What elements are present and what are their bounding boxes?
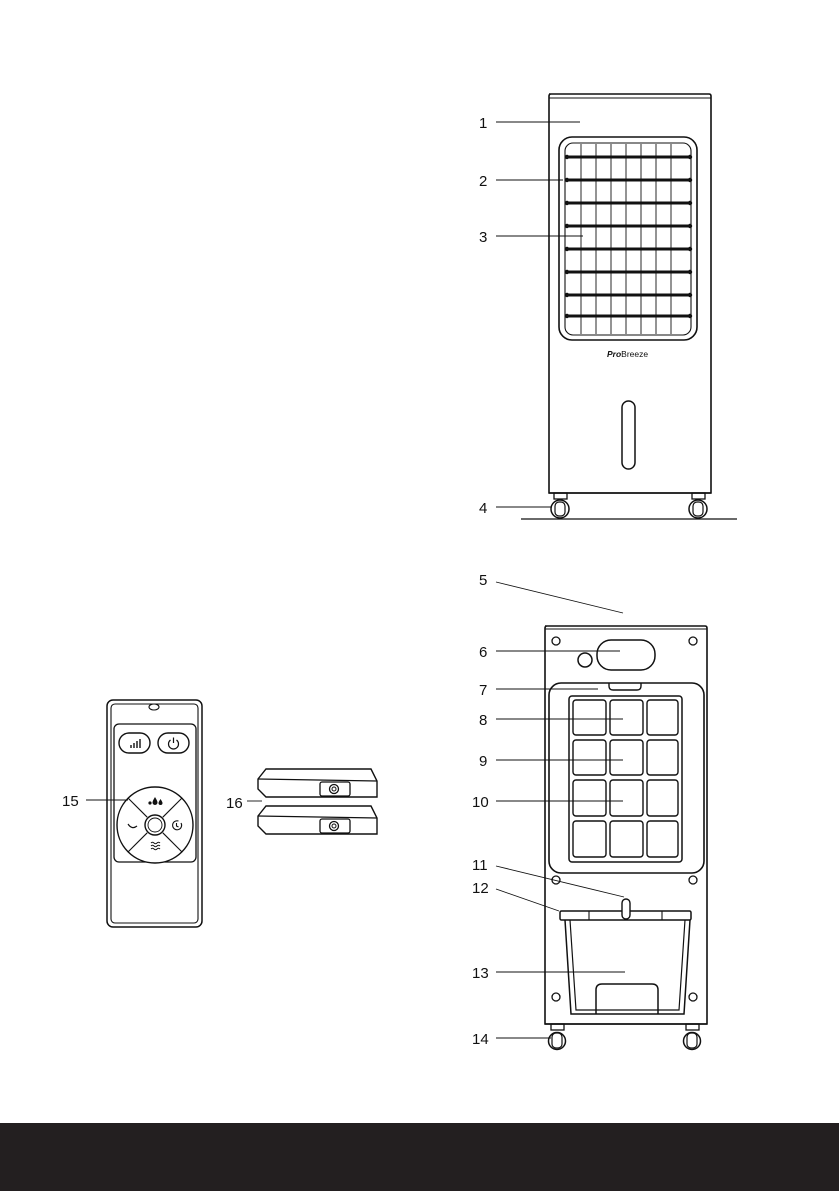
callout-2: 2 (479, 173, 487, 190)
callout-numbers: 1 2 3 4 5 6 7 8 9 10 11 12 13 14 15 16 (62, 115, 489, 1048)
float-indicator (622, 899, 630, 919)
callout-10: 10 (472, 794, 489, 811)
callout-12: 12 (472, 880, 489, 897)
callout-5: 5 (479, 572, 487, 589)
callout-11: 11 (472, 857, 488, 874)
callout-3: 3 (479, 229, 487, 246)
product-parts-diagram: ProBreeze (0, 0, 839, 1123)
filter-tab (609, 683, 641, 690)
callout-15: 15 (62, 793, 79, 810)
rear-screws (552, 637, 697, 1001)
front-louvre-frame (559, 137, 697, 340)
rear-view (545, 626, 707, 1050)
rear-cord-hole (578, 653, 592, 667)
footer-bar (0, 1123, 839, 1191)
remote-ir-window (149, 704, 159, 710)
callout-13: 13 (472, 965, 489, 982)
callout-4: 4 (479, 500, 487, 517)
ice-pack-top (258, 769, 377, 797)
rear-castor-right (684, 1024, 701, 1050)
ice-packs (258, 769, 377, 834)
remote-control (107, 700, 202, 927)
brand-logo: ProBreeze (607, 349, 648, 359)
honeycomb-panel (569, 696, 682, 862)
callout-14: 14 (472, 1031, 489, 1048)
cooling-pad-cells (573, 700, 678, 857)
rear-castor-left (549, 1024, 566, 1050)
callout-6: 6 (479, 644, 487, 661)
callout-16: 16 (226, 795, 243, 812)
leader-lines (86, 122, 625, 1038)
ice-pack-bottom (258, 806, 377, 834)
front-view: ProBreeze (521, 94, 737, 519)
callout-7: 7 (479, 682, 487, 699)
filter-frame (549, 683, 704, 873)
water-tank (560, 911, 691, 1014)
callout-9: 9 (479, 753, 487, 770)
front-castor-left (551, 493, 569, 518)
water-level-window (622, 401, 635, 469)
callout-1: 1 (479, 115, 487, 132)
front-horizontal-louvres (565, 155, 692, 318)
front-vertical-louvres (581, 144, 671, 334)
rear-handle (597, 640, 655, 670)
front-castor-right (689, 493, 707, 518)
callout-8: 8 (479, 712, 487, 729)
